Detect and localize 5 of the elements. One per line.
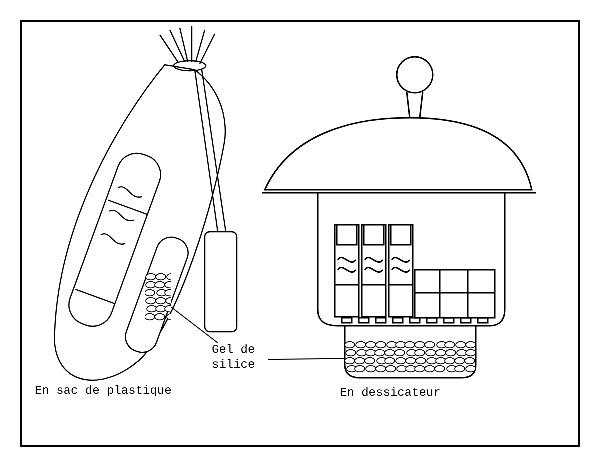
leader-line bbox=[170, 306, 218, 344]
caption-label: En sac de plastique bbox=[35, 384, 173, 399]
silica-gel-drawing bbox=[145, 272, 171, 322]
caption-label: En dessicateur bbox=[340, 386, 442, 401]
leader-line bbox=[268, 358, 346, 360]
